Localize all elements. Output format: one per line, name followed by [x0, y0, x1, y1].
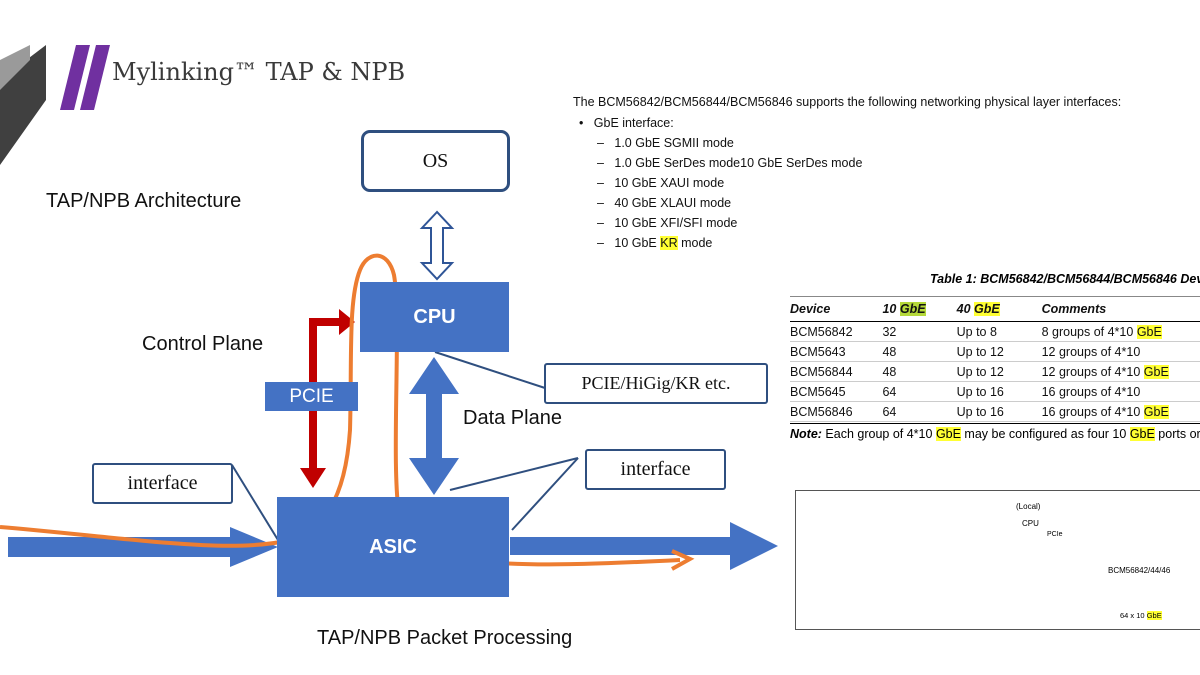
- egress-arrow: [510, 522, 778, 570]
- spec-mode-highlight: KR: [660, 236, 678, 250]
- pcie-red-arrow: [300, 309, 355, 488]
- control-plane-label: Control Plane: [142, 333, 264, 355]
- table-header-row: Device 10 GbE 40 GbE Comments: [790, 296, 1200, 322]
- header-comments: Comments: [1041, 296, 1200, 322]
- spec-mode-item: – 1.0 GbE SerDes mode10 GbE SerDes mode: [597, 156, 863, 170]
- asic-box: ASIC: [277, 497, 509, 597]
- spec-mode-item: – 10 GbE XAUI mode: [597, 176, 725, 190]
- spec-mode-item: – 10 GbE KR mode: [597, 236, 713, 250]
- spec-mode-label: 1.0 GbE SGMII mode: [614, 136, 734, 150]
- purple-slash-1: [60, 45, 90, 110]
- spec-bullet-label: GbE interface:: [593, 116, 674, 130]
- interface-left-label: interface: [127, 472, 198, 494]
- block-ports-label: 64 x 10 GbE: [1120, 611, 1162, 620]
- ingress-arrow: [8, 527, 278, 567]
- pcie-higig-label: PCIE/HiGig/KR etc.: [581, 373, 731, 393]
- table-title: Table 1: BCM56842/BCM56844/BCM56846 Dev: [930, 272, 1200, 286]
- block-pcie-label: PCIe: [1047, 531, 1063, 538]
- spec-mode-label: 10 GbE XAUI mode: [614, 176, 725, 190]
- pcie-label: PCIE: [289, 385, 334, 407]
- pcie-box: PCIE: [265, 382, 358, 411]
- header-device: Device: [790, 296, 883, 322]
- interface-right-label: interface: [620, 458, 691, 480]
- page-title: Mylinking™ TAP & NPB: [112, 58, 406, 86]
- os-box: OS: [361, 130, 510, 192]
- spec-text: The BCM56842/BCM56844/BCM56846 supports …: [573, 95, 1153, 253]
- interface-right-callout-a: [449, 457, 579, 491]
- spec-mode-prefix: 10 GbE: [614, 236, 661, 250]
- spec-list: • GbE interface: – 1.0 GbE SGMII mode – …: [573, 113, 1153, 253]
- block-local-label: (Local): [1016, 502, 1041, 511]
- block-diagram-frame: [795, 490, 1200, 630]
- architecture-label: TAP/NPB Architecture: [46, 190, 242, 212]
- data-plane-double-arrow: [409, 357, 459, 495]
- packet-processing-label: TAP/NPB Packet Processing: [317, 627, 573, 649]
- corner-gray-shape: [0, 45, 30, 90]
- spec-mode-label: 1.0 GbE SerDes mode10 GbE SerDes mode: [614, 156, 863, 170]
- cpu-label: CPU: [413, 305, 456, 328]
- block-cpu-label: CPU: [1022, 519, 1039, 528]
- purple-slash-2: [80, 45, 110, 110]
- table-note: Note: Each group of 4*10 GbE may be conf…: [790, 423, 1200, 441]
- spec-mode-suffix: mode: [677, 236, 713, 250]
- spec-mode-item: – 10 GbE XFI/SFI mode: [597, 216, 738, 230]
- header-40gbe: 40 GbE: [956, 296, 1042, 322]
- asic-label: ASIC: [369, 535, 417, 558]
- header-10gbe: 10 GbE: [882, 296, 957, 322]
- spec-mode-item: – 40 GbE XLAUI mode: [597, 196, 732, 210]
- data-plane-label: Data Plane: [463, 407, 562, 429]
- packet-path-arrowhead: [671, 549, 695, 571]
- os-label: OS: [422, 149, 449, 172]
- interface-left-callout: [231, 464, 279, 541]
- pcie-higig-box: PCIE/HiGig/KR etc.: [544, 363, 768, 404]
- spec-intro: The BCM56842/BCM56844/BCM56846 supports …: [573, 95, 1122, 109]
- interface-right-callout-b: [511, 457, 579, 531]
- block-chip-label: BCM56842/44/46: [1108, 566, 1171, 575]
- spec-mode-item: – 1.0 GbE SGMII mode: [597, 136, 734, 150]
- interface-right-box: interface: [585, 449, 726, 490]
- os-cpu-double-arrow: [419, 210, 455, 281]
- interface-left-box: interface: [92, 463, 233, 504]
- spec-bullet: • GbE interface:: [579, 116, 674, 130]
- cpu-box: CPU: [360, 282, 509, 352]
- pcie-higig-callout: [434, 351, 546, 389]
- spec-mode-label: 40 GbE XLAUI mode: [614, 196, 732, 210]
- spec-mode-label: 10 GbE XFI/SFI mode: [614, 216, 738, 230]
